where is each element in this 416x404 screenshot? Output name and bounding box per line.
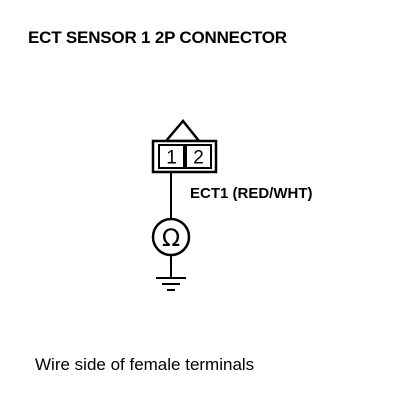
ohmmeter-icon: Ω: [151, 217, 191, 257]
terminal-view-caption: Wire side of female terminals: [35, 355, 255, 374]
pin-number-2: 2: [193, 148, 204, 169]
pin-number-1: 1: [166, 148, 177, 169]
connector-lock-tab: [163, 119, 202, 143]
pin-cell-2: [185, 144, 212, 169]
pin-cell-1: [158, 144, 185, 169]
ohm-symbol: Ω: [162, 224, 180, 252]
wire-label: ECT1 (RED/WHT): [190, 185, 313, 202]
ground-icon: [156, 277, 186, 291]
diagram-title: ECT SENSOR 1 2P CONNECTOR: [28, 28, 287, 47]
